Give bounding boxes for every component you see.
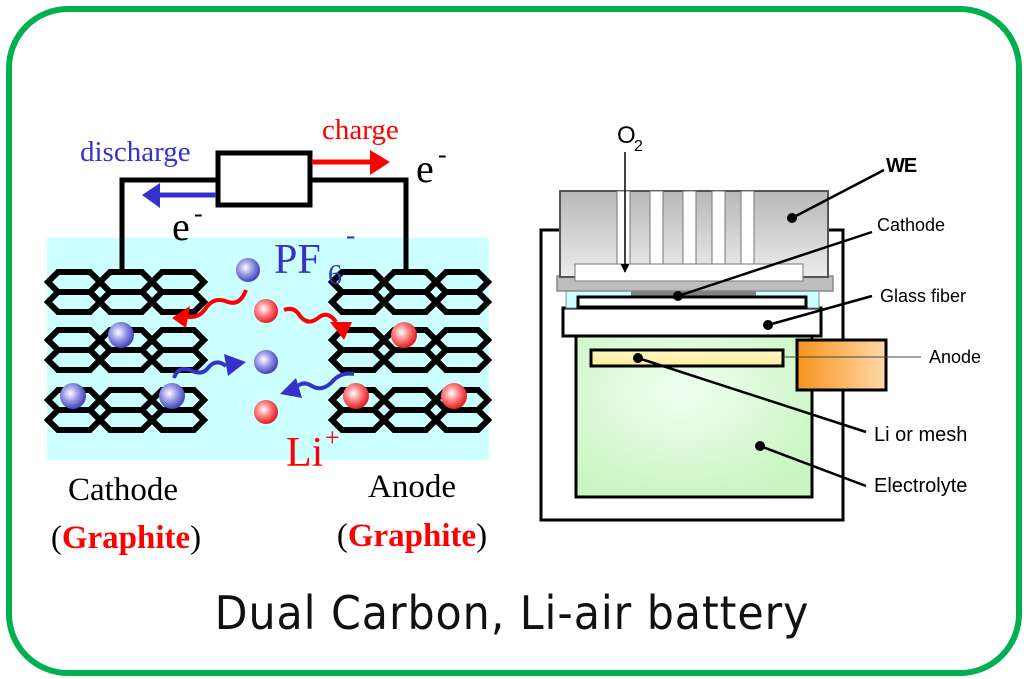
cathode-label: Cathode — [68, 472, 178, 508]
anode-material-label: (Graphite) — [337, 518, 487, 554]
cathode-material-label: (Graphite) — [51, 520, 201, 556]
cathode-current-collector — [576, 295, 808, 309]
leader-lines — [637, 168, 885, 488]
cation-discharge-path — [280, 371, 355, 398]
svg-text:6: 6 — [328, 260, 342, 291]
anion-particles — [60, 258, 278, 409]
svg-text:PF: PF — [274, 237, 321, 283]
cation-particles — [254, 299, 467, 424]
svg-text:-: - — [194, 199, 203, 228]
label-electrolyte: Electrolyte — [874, 475, 967, 497]
svg-text:Li: Li — [286, 430, 323, 476]
cation-charge-path — [283, 306, 352, 340]
label-li-or-mesh: Li or mesh — [874, 424, 967, 446]
anion-charge-path — [172, 289, 248, 328]
svg-text:-: - — [438, 140, 447, 169]
charge-arrow — [312, 150, 390, 175]
anion-discharge-path — [172, 354, 246, 379]
load-resistor — [215, 150, 313, 208]
label-anode: Anode — [929, 347, 981, 367]
discharge-label: discharge — [80, 136, 191, 168]
label-glass-fiber: Glass fiber — [880, 286, 966, 306]
label-we: WE — [886, 155, 917, 177]
diagram-frame — [6, 6, 1022, 676]
leader-dots — [633, 213, 797, 451]
electron-label-left: e - — [172, 199, 203, 249]
anion-label: PF 6 - — [274, 220, 355, 291]
anode-label: Anode — [368, 469, 456, 505]
anode-tab — [795, 338, 888, 392]
svg-text:2: 2 — [634, 138, 643, 155]
we-gas-channels — [574, 190, 804, 282]
svg-text:e: e — [172, 204, 190, 249]
cathode-layer — [631, 291, 756, 297]
label-cathode: Cathode — [877, 215, 945, 235]
svg-text:O: O — [617, 122, 636, 149]
discharge-arrow — [142, 183, 216, 208]
cation-label: Li + — [286, 423, 340, 476]
svg-text:e: e — [416, 146, 434, 191]
diagram-title: Dual Carbon, Li-air battery — [214, 586, 810, 640]
o2-label: O 2 — [617, 122, 643, 155]
svg-text:-: - — [346, 220, 355, 251]
electron-label-right: e - — [416, 140, 447, 191]
external-circuit — [119, 177, 409, 275]
li-or-mesh-strip — [589, 348, 785, 368]
svg-text:+: + — [325, 423, 340, 452]
charge-label: charge — [322, 114, 399, 146]
